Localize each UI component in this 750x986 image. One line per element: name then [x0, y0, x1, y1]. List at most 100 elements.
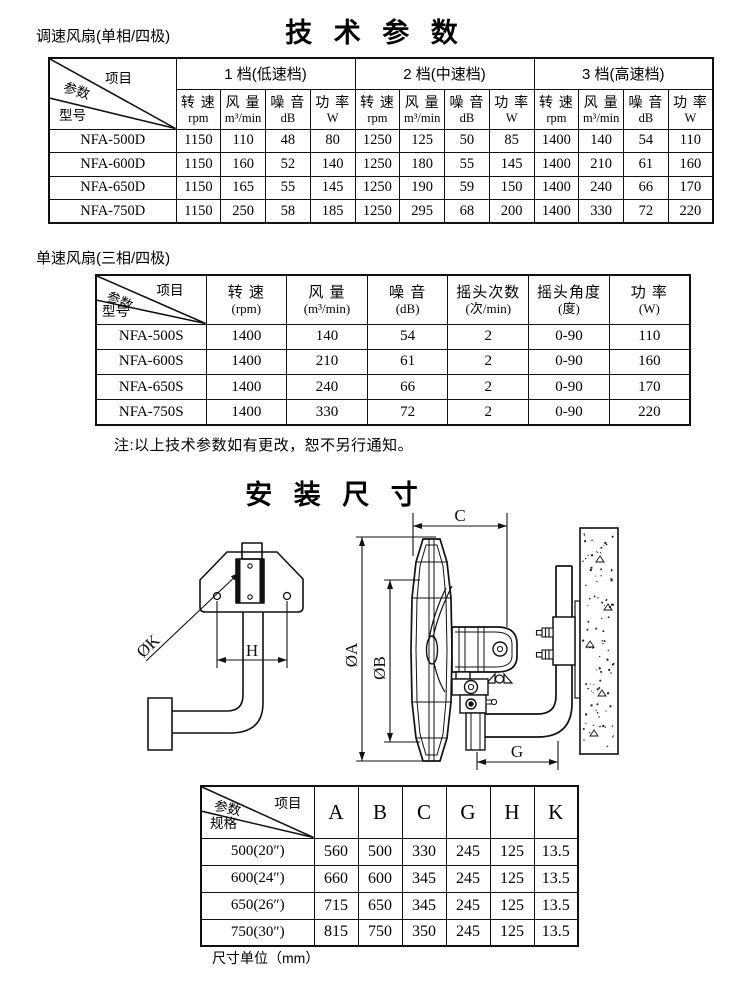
value-cell: 160 — [608, 348, 691, 376]
column-header: G — [445, 785, 491, 839]
wall-bracket-front-view — [147, 542, 304, 751]
dim-label-k: ØK — [133, 630, 164, 661]
column-group-gear3: 3 档(高速档) — [533, 57, 714, 90]
column-header: 噪 音(dB) — [366, 274, 449, 325]
corner-label-model: 型号 — [102, 303, 129, 319]
row-label: 650(26″) — [200, 891, 315, 920]
column-header: A — [313, 785, 359, 839]
row-label: NFA-600S — [95, 348, 207, 376]
value-cell: 1150 — [175, 199, 222, 224]
single-speed-fan-table: 项目 参数 型号 转 速(rpm)风 量(m³/min)噪 音(dB)摇头次数(… — [95, 274, 691, 427]
value-cell: 55 — [444, 152, 490, 177]
arrowheads-middle — [359, 523, 558, 765]
value-cell: 2 — [447, 348, 530, 376]
value-cell: 125 — [489, 891, 535, 920]
dim-label-c: C — [454, 506, 465, 525]
disclaimer-note: 注:以上技术参数如有更改，恕不另行通知。 — [114, 437, 414, 454]
wall-texture — [581, 532, 615, 748]
unit-note: 尺寸单位（mm） — [212, 950, 320, 966]
value-cell: 140 — [578, 128, 625, 153]
value-cell: 190 — [399, 175, 446, 200]
value-cell: 165 — [220, 175, 266, 200]
value-cell: 125 — [489, 864, 535, 893]
value-cell: 500 — [357, 837, 403, 866]
value-cell: 1150 — [175, 152, 222, 177]
value-cell: 54 — [366, 323, 449, 350]
row-label: NFA-650S — [95, 374, 207, 401]
value-cell: 1250 — [354, 199, 401, 224]
value-cell: 0-90 — [528, 374, 610, 401]
value-cell: 220 — [667, 199, 714, 224]
value-cell: 330 — [578, 199, 625, 224]
value-cell: 68 — [444, 199, 490, 224]
column-header: 风 量(m³/min) — [286, 274, 368, 325]
value-cell: 245 — [445, 864, 491, 893]
value-cell: 220 — [608, 399, 691, 426]
motor-body — [451, 626, 518, 684]
value-cell: 245 — [445, 891, 491, 920]
arrowheads-left — [217, 572, 287, 663]
value-cell: 66 — [366, 374, 449, 401]
column-header: B — [357, 785, 403, 839]
value-cell: 125 — [399, 128, 446, 153]
value-cell: 125 — [489, 837, 535, 866]
clamp-assembly — [451, 671, 498, 751]
value-cell: 1400 — [205, 348, 288, 376]
installation-diagram: H ØK — [133, 506, 619, 770]
dim-label-a: ØA — [342, 642, 361, 667]
value-cell: 1400 — [205, 374, 288, 401]
value-cell: 240 — [578, 175, 625, 200]
value-cell: 185 — [309, 199, 356, 224]
dim-label-h: H — [246, 641, 258, 660]
value-cell: 1250 — [354, 128, 401, 153]
corner-label-spec: 规格 — [210, 815, 237, 831]
value-cell: 13.5 — [533, 864, 579, 893]
section2-label: 单速风扇(三相/四极) — [36, 250, 171, 267]
corner-label-item: 项目 — [105, 71, 132, 86]
value-cell: 2 — [447, 399, 530, 426]
value-cell: 210 — [578, 152, 625, 177]
dim-label-b: ØB — [370, 656, 389, 680]
diagonal-header-cell: 项目 参数 型号 — [48, 57, 177, 130]
value-cell: 1400 — [205, 399, 288, 426]
value-cell: 59 — [444, 175, 490, 200]
wall-texture-triangles — [585, 555, 613, 737]
value-cell: 715 — [313, 891, 359, 920]
dimension-lines-left — [145, 571, 288, 668]
column-header: 摇头次数(次/min) — [447, 274, 530, 325]
column-header: H — [489, 785, 535, 839]
value-cell: 1150 — [175, 175, 222, 200]
value-cell: 350 — [401, 918, 447, 947]
column-header: K — [533, 785, 579, 839]
value-cell: 1400 — [533, 199, 580, 224]
corner-label-item: 项目 — [274, 796, 302, 811]
value-cell: 330 — [286, 399, 368, 426]
value-cell: 72 — [366, 399, 449, 426]
value-cell: 54 — [623, 128, 669, 153]
row-label: NFA-500S — [95, 323, 207, 350]
diagonal-header-cell: 项目 参数 型号 — [95, 274, 207, 325]
value-cell: 1250 — [354, 175, 401, 200]
value-cell: 80 — [309, 128, 356, 153]
value-cell: 52 — [265, 152, 311, 177]
value-cell: 750 — [357, 918, 403, 947]
row-label: 600(24″) — [200, 864, 315, 893]
column-group-gear2: 2 档(中速档) — [354, 57, 535, 90]
value-cell: 145 — [488, 152, 535, 177]
value-cell: 13.5 — [533, 918, 579, 947]
value-cell: 815 — [313, 918, 359, 947]
